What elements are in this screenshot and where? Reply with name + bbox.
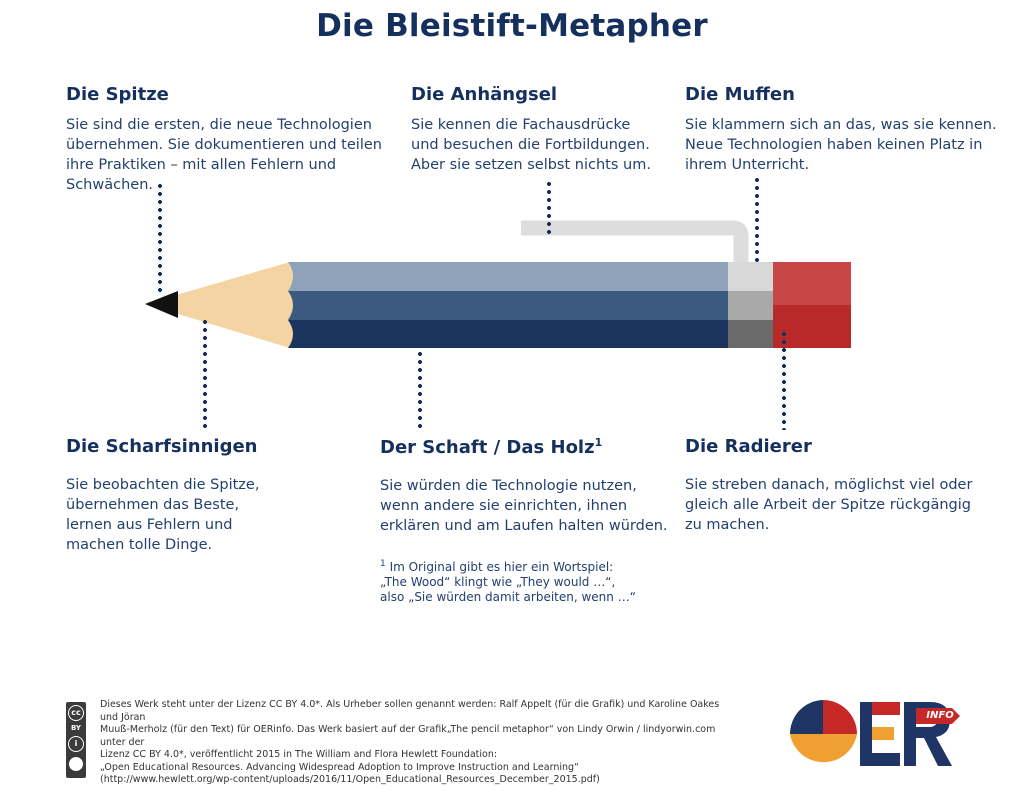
attribution-icon: i <box>68 736 84 752</box>
license-line: „Open Educational Resources. Advancing W… <box>100 761 579 773</box>
section-muffen: Die Muffen Sie klammern sich an das, was… <box>685 84 1005 175</box>
pencil-ferrule-top <box>728 262 773 291</box>
heading-scharfsinnigen: Die Scharfsinnigen <box>66 436 258 457</box>
heading-muffen: Die Muffen <box>685 84 795 105</box>
desc-line: Neue Technologien haben keinen Platz in <box>685 137 983 153</box>
footnote-number: 1 <box>380 559 386 569</box>
desc-line: übernehmen. Sie dokumentieren und teilen <box>66 137 382 153</box>
section-scharfsinnigen: Die Scharfsinnigen Sie beobachten die Sp… <box>66 436 326 555</box>
desc-line: Sie klammern sich an das, was sie kennen… <box>685 117 997 133</box>
desc-line: wenn andere sie einrichten, ihnen <box>380 498 628 514</box>
heading-schaft-text: Der Schaft / Das Holz <box>380 437 595 458</box>
license-line: Lizenz CC BY 4.0*, veröffentlicht 2015 i… <box>100 749 498 760</box>
connector-muffen <box>755 176 759 264</box>
desc-line: Sie streben danach, möglichst viel oder <box>685 477 973 493</box>
heading-anhaengsel: Die Anhängsel <box>411 84 558 105</box>
pencil-eraser-top <box>773 262 851 305</box>
license-text: Dieses Werk steht unter der Lizenz CC BY… <box>100 699 740 787</box>
connector-spitze <box>158 182 162 292</box>
by-label: BY <box>70 724 82 732</box>
heading-spitze: Die Spitze <box>66 84 169 105</box>
pencil-body-dark <box>288 320 728 348</box>
heading-radierer: Die Radierer <box>685 436 812 457</box>
desc-line: Sie beobachten die Spitze, <box>66 477 260 493</box>
desc-line: gleich alle Arbeit der Spitze rückgängig <box>685 497 971 513</box>
pencil-body-light <box>288 262 728 291</box>
section-spitze: Die Spitze Sie sind die ersten, die neue… <box>66 84 396 195</box>
connector-anhaengsel <box>547 180 551 236</box>
footnote-text: Im Original gibt es hier ein Wortspiel: <box>389 560 614 574</box>
desc-line: ihrem Unterricht. <box>685 157 810 173</box>
license-line: Dieses Werk steht unter der Lizenz CC BY… <box>100 699 720 723</box>
section-radierer: Die Radierer Sie streben danach, möglich… <box>685 436 1005 535</box>
info-tag <box>916 708 960 724</box>
page-title: Die Bleistift-Metapher <box>316 8 708 44</box>
heading-schaft: Der Schaft / Das Holz1 <box>380 436 680 458</box>
license-line: (http://www.hewlett.org/wp-content/uploa… <box>100 774 600 785</box>
desc-line: Schwächen. <box>66 177 153 193</box>
connector-scharfsinnigen <box>203 318 207 428</box>
desc-line: lernen aus Fehlern und <box>66 517 233 533</box>
person-icon <box>69 757 83 771</box>
section-anhaengsel: Die Anhängsel Sie kennen die Fachausdrüc… <box>411 84 671 175</box>
pencil-ferrule-bottom <box>728 320 773 348</box>
desc-radierer: Sie streben danach, möglichst viel oder … <box>685 475 1005 535</box>
desc-line: zu machen. <box>685 517 770 533</box>
footnote-marker: 1 <box>594 436 603 449</box>
connector-radierer <box>782 330 786 430</box>
cc-by-badge: cc BY i <box>66 702 86 778</box>
desc-line: und besuchen die Fortbildungen. <box>411 137 650 153</box>
footnote-line: 1 Im Original gibt es hier ein Wortspiel… <box>380 557 680 575</box>
pencil-eraser-bottom <box>773 305 851 348</box>
connector-schaft <box>418 350 422 430</box>
desc-spitze: Sie sind die ersten, die neue Technologi… <box>66 115 396 195</box>
desc-line: ihre Praktiken – mit allen Fehlern und <box>66 157 337 173</box>
footnote-line: also „Sie würden damit arbeiten, wenn …“ <box>380 590 636 604</box>
desc-line: übernehmen das Beste, <box>66 497 240 513</box>
pencil-wood-tip <box>145 262 290 348</box>
desc-line: Sie würden die Technologie nutzen, <box>380 478 637 494</box>
desc-line: machen tolle Dinge. <box>66 537 213 553</box>
desc-scharfsinnigen: Sie beobachten die Spitze, übernehmen da… <box>66 475 326 555</box>
cc-icon: cc <box>68 705 84 721</box>
desc-line: Sie sind die ersten, die neue Technologi… <box>66 117 372 133</box>
desc-line: erklären und am Laufen halten würden. <box>380 518 668 534</box>
section-schaft: Der Schaft / Das Holz1 Sie würden die Te… <box>380 436 680 536</box>
pencil-body-mid <box>288 291 728 320</box>
desc-schaft: Sie würden die Technologie nutzen, wenn … <box>380 476 680 536</box>
oer-info-logo <box>790 700 960 766</box>
license-line: Muuß-Merholz (für den Text) für OERinfo.… <box>100 724 716 748</box>
pencil-ferrule-mid <box>728 291 773 320</box>
desc-line: Sie kennen die Fachausdrücke <box>411 117 631 133</box>
desc-line: Aber sie setzen selbst nichts um. <box>411 157 651 173</box>
info-label: INFO <box>926 710 954 721</box>
footnote-line: „The Wood“ klingt wie „They would …“, <box>380 575 616 589</box>
pencil-graphite <box>145 291 178 318</box>
pencil-clip <box>521 220 749 262</box>
desc-anhaengsel: Sie kennen die Fachausdrücke und besuche… <box>411 115 671 175</box>
desc-muffen: Sie klammern sich an das, was sie kennen… <box>685 115 1005 175</box>
footnote: 1 Im Original gibt es hier ein Wortspiel… <box>380 557 680 605</box>
